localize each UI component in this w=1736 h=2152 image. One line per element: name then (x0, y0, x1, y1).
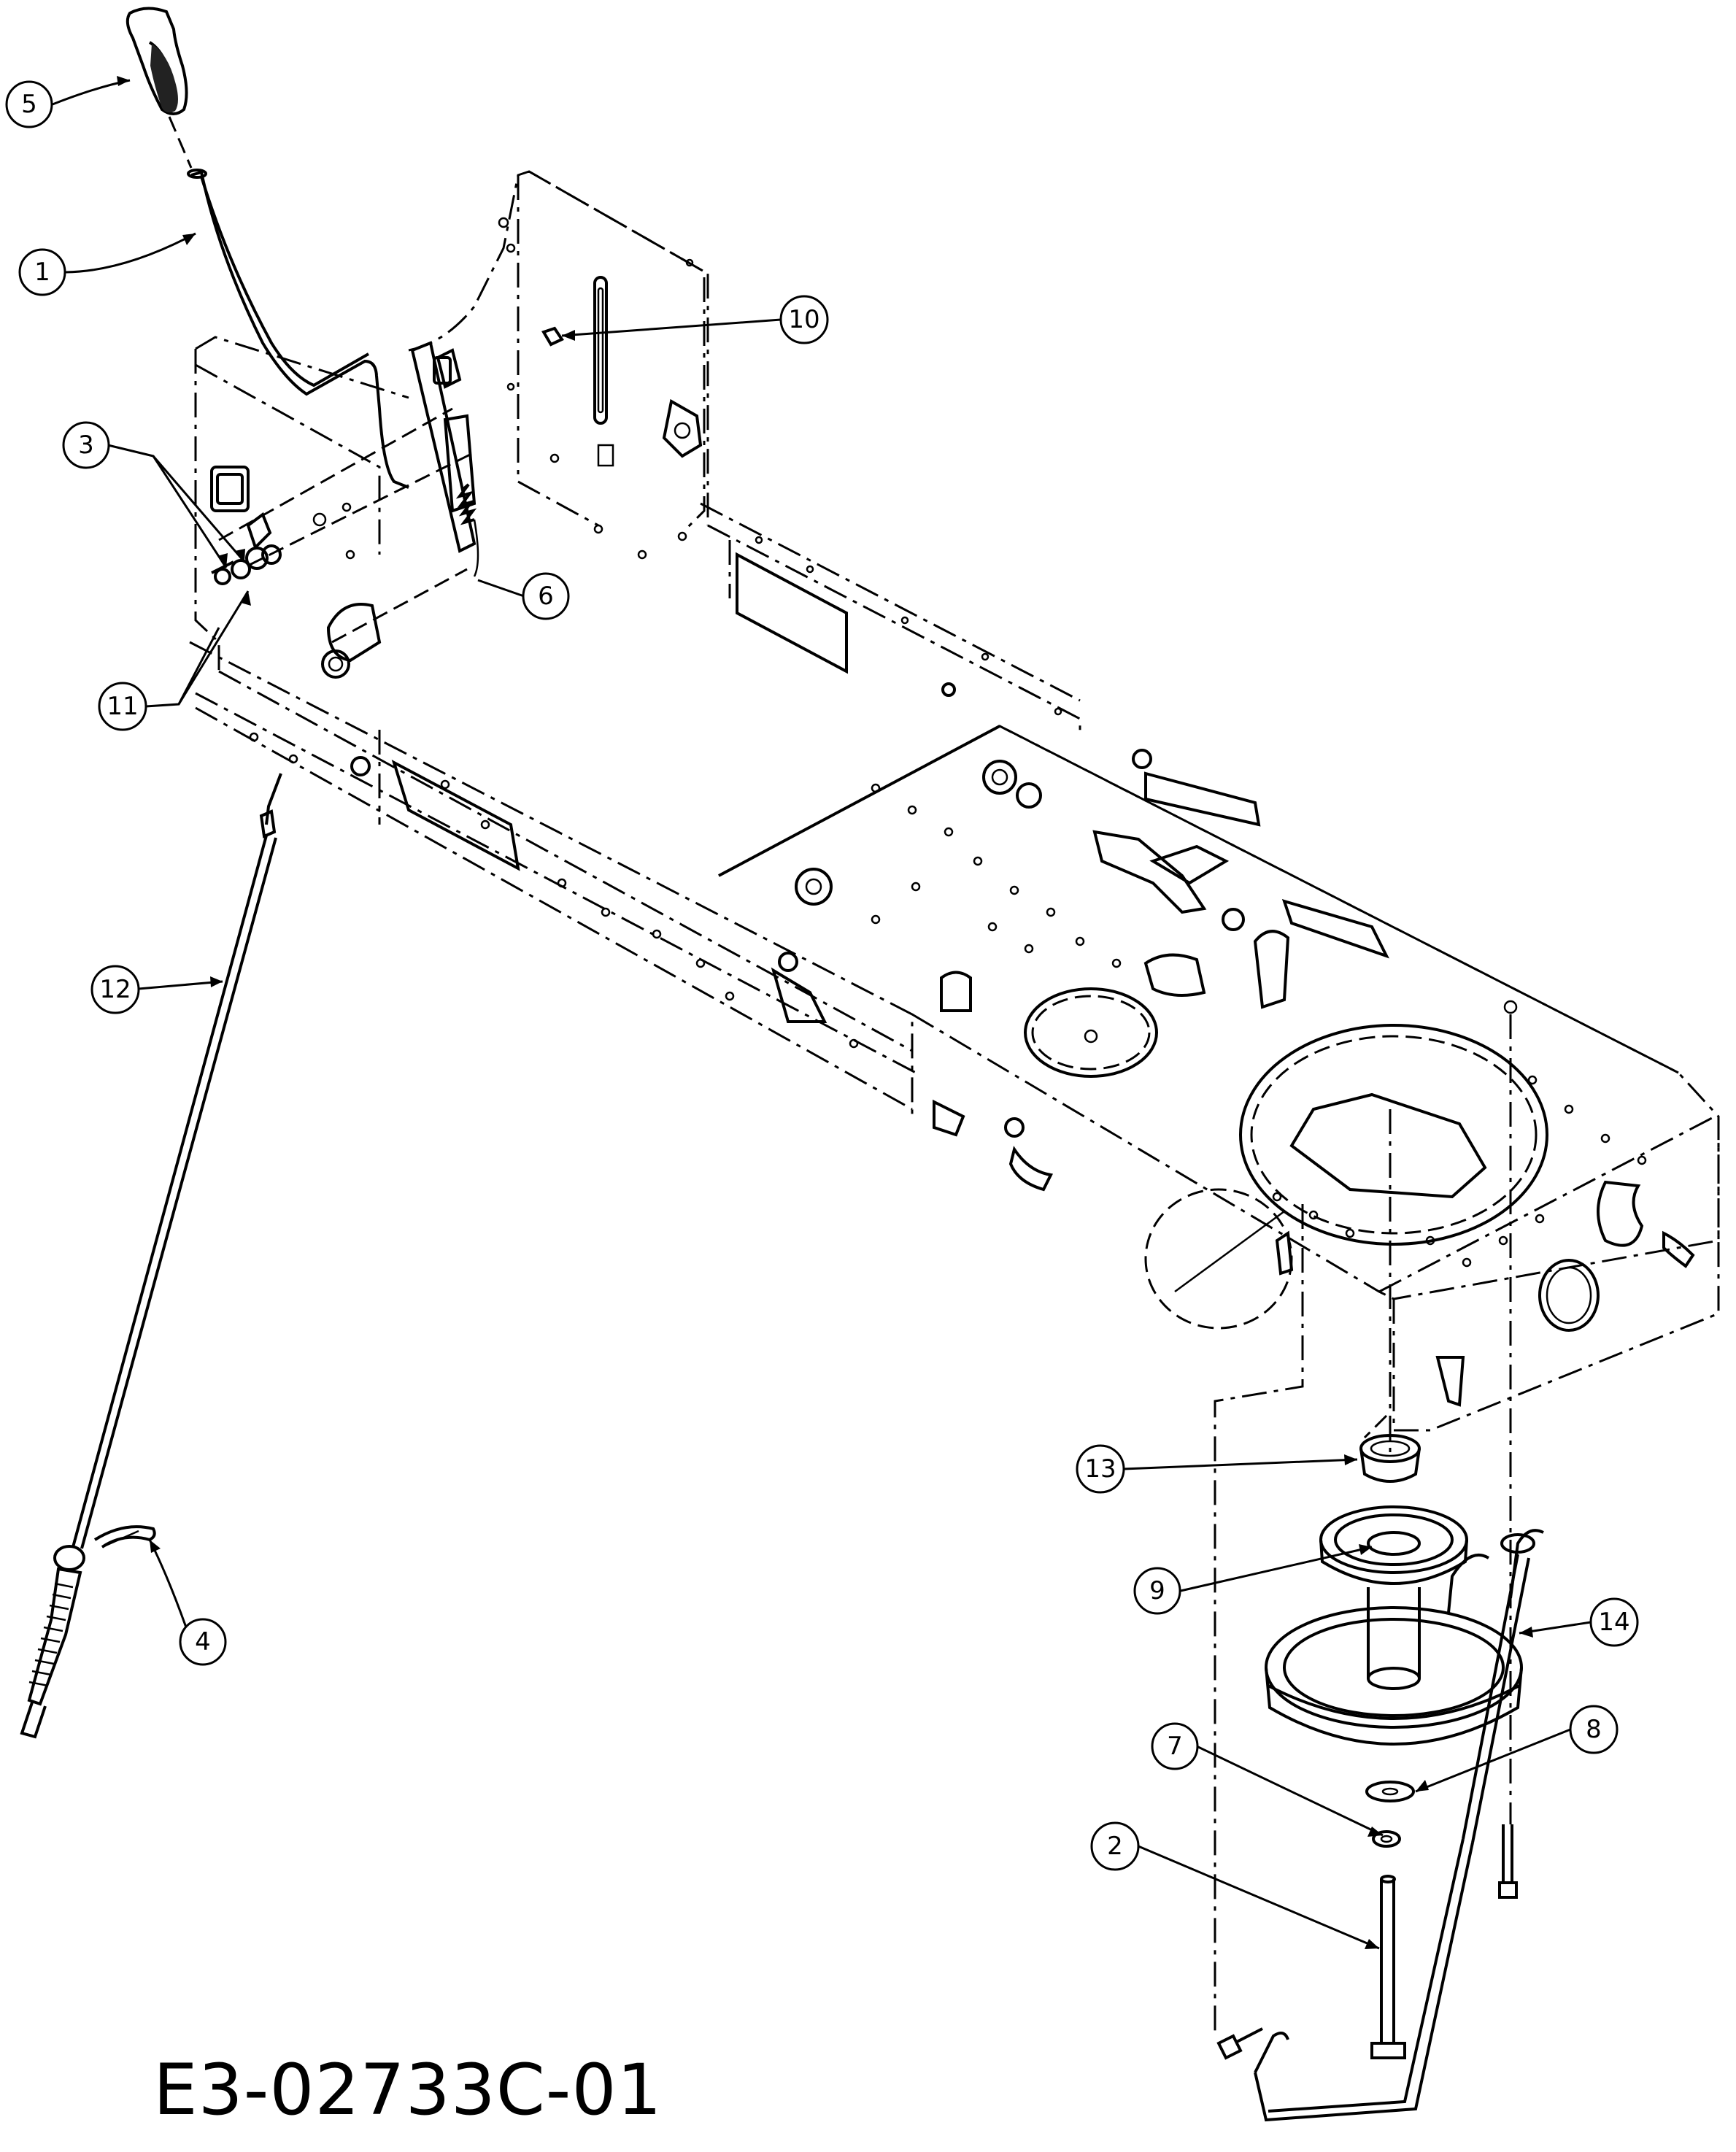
lift-lever-rod (187, 169, 409, 489)
callout-label-10: 10 (788, 305, 819, 334)
callout-13: 13 (1076, 1444, 1358, 1494)
pulley-assembly (1265, 1434, 1523, 2059)
frame-side-rail-left (189, 641, 1053, 1192)
callout-label-8: 8 (1586, 1715, 1602, 1744)
drawing-code: E3-02733C-01 (153, 2049, 663, 2131)
callout-14: 14 (1519, 1597, 1639, 1647)
callout-11: 11 (98, 590, 251, 731)
callout-label-12: 12 (99, 975, 131, 1004)
callout-7: 7 (1151, 1722, 1384, 1837)
callout-label-2: 2 (1107, 1832, 1123, 1861)
callout-label-6: 6 (538, 582, 554, 611)
callout-2: 2 (1090, 1821, 1380, 1950)
callout-label-7: 7 (1167, 1732, 1183, 1761)
callout-label-3: 3 (78, 431, 94, 460)
callout-8: 8 (1415, 1705, 1619, 1793)
frame-back-plate (408, 170, 709, 560)
control-cable (20, 773, 282, 1739)
callout-4: 4 (148, 1539, 227, 1666)
frame-side-rail-right (700, 502, 1261, 827)
callout-5: 5 (5, 76, 131, 128)
callout-label-11: 11 (107, 692, 138, 721)
callout-label-4: 4 (195, 1627, 211, 1657)
callout-1: 1 (18, 232, 196, 296)
lift-linkage (211, 326, 564, 644)
callout-10: 10 (561, 295, 829, 344)
callout-9: 9 (1133, 1544, 1373, 1615)
callout-label-5: 5 (21, 90, 37, 119)
drive-rod (1216, 1529, 1544, 2122)
callout-label-9: 9 (1149, 1576, 1165, 1605)
callout-3: 3 (62, 421, 246, 568)
handle-grip (126, 7, 188, 115)
callout-label-13: 13 (1084, 1454, 1116, 1484)
frame-deck-plate (718, 725, 1720, 1432)
callout-6: 6 (477, 572, 570, 620)
callout-label-1: 1 (34, 258, 50, 287)
callout-12: 12 (90, 965, 223, 1014)
callout-label-14: 14 (1598, 1608, 1629, 1637)
detail-circle (1144, 1188, 1294, 1330)
